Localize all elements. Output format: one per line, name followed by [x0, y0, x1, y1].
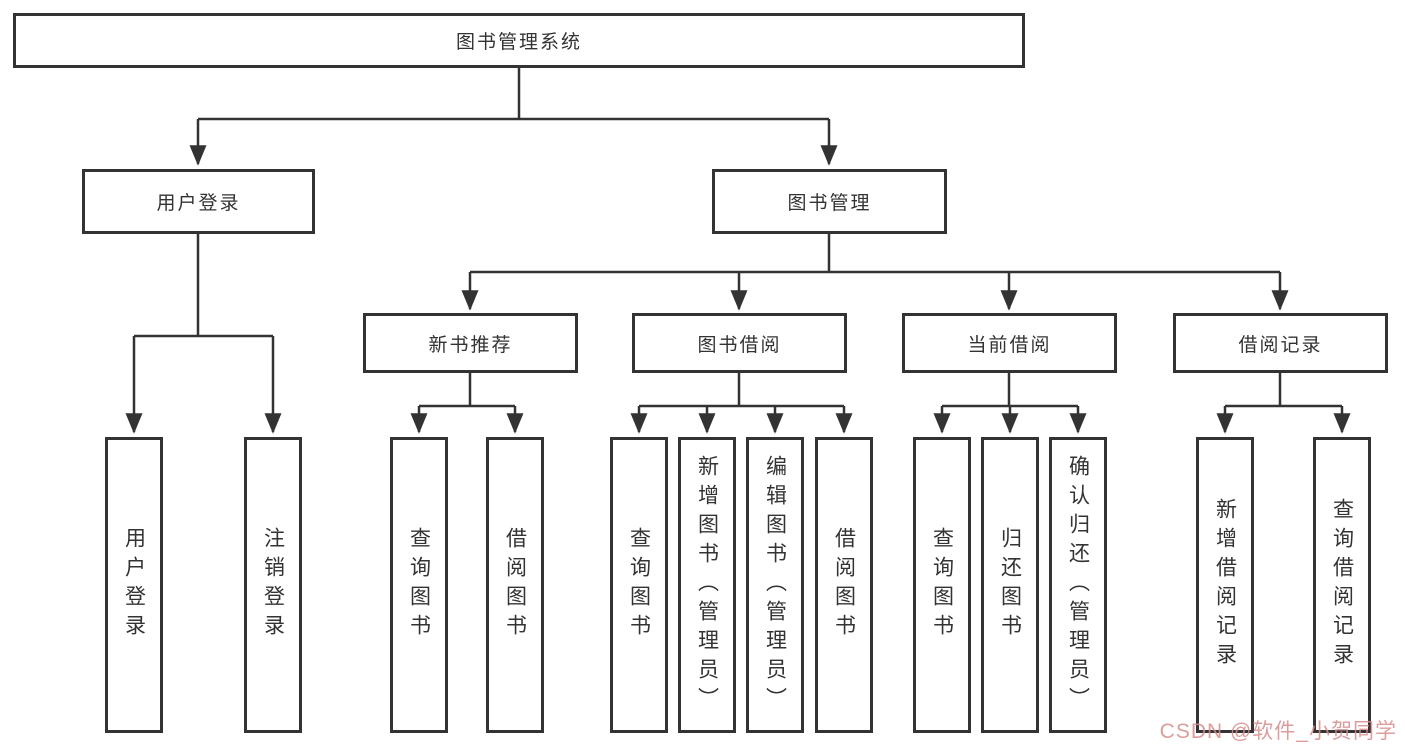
node-book-borrow-label: 图书借阅 [697, 334, 782, 356]
node-new-book-recommend-label: 新书推荐 [428, 334, 513, 356]
leaf-borrow-borrow-book-label: 借阅图书 [832, 527, 856, 643]
leaf-current-confirm-return-admin: 确认归还（管理员） [1049, 437, 1107, 733]
node-new-book-recommend: 新书推荐 [363, 313, 578, 373]
leaf-recommend-borrow-book: 借阅图书 [486, 437, 544, 733]
csdn-watermark: CSDN @软件_小贺同学 [1159, 720, 1397, 743]
leaf-recommend-borrow-book-label: 借阅图书 [503, 527, 527, 643]
leaf-borrow-add-book-admin-label: 新增图书（管理员） [695, 454, 719, 716]
node-book-management: 图书管理 [712, 169, 947, 234]
leaf-borrow-add-book-admin: 新增图书（管理员） [678, 437, 736, 733]
leaf-records-query-record: 查询借阅记录 [1313, 437, 1371, 733]
node-root-label: 图书管理系统 [455, 32, 582, 53]
node-book-borrow: 图书借阅 [632, 313, 847, 373]
node-user-login: 用户登录 [82, 169, 315, 234]
leaf-records-add-record-label: 新增借阅记录 [1213, 498, 1237, 672]
leaf-current-return-book-label: 归还图书 [998, 527, 1022, 643]
leaf-records-add-record: 新增借阅记录 [1196, 437, 1254, 733]
node-current-borrow: 当前借阅 [902, 313, 1117, 373]
leaf-logout-label: 注销登录 [261, 527, 285, 643]
leaf-borrow-query-book-label: 查询图书 [627, 527, 651, 643]
leaf-records-query-record-label: 查询借阅记录 [1330, 498, 1354, 672]
leaf-borrow-edit-book-admin-label: 编辑图书（管理员） [763, 454, 787, 716]
node-borrow-records-label: 借阅记录 [1238, 334, 1323, 356]
leaf-logout: 注销登录 [244, 437, 302, 733]
node-book-management-label: 图书管理 [787, 193, 872, 214]
leaf-current-return-book: 归还图书 [981, 437, 1039, 733]
node-user-login-label: 用户登录 [156, 193, 241, 214]
leaf-borrow-query-book: 查询图书 [610, 437, 668, 733]
leaf-borrow-borrow-book: 借阅图书 [815, 437, 873, 733]
leaf-current-confirm-return-admin-label: 确认归还（管理员） [1066, 454, 1090, 716]
leaf-recommend-query-book-label: 查询图书 [407, 527, 431, 643]
leaf-borrow-edit-book-admin: 编辑图书（管理员） [746, 437, 804, 733]
leaf-current-query-book-label: 查询图书 [930, 527, 954, 643]
leaf-current-query-book: 查询图书 [913, 437, 971, 733]
node-root: 图书管理系统 [13, 13, 1025, 68]
node-current-borrow-label: 当前借阅 [967, 334, 1052, 356]
node-borrow-records: 借阅记录 [1173, 313, 1388, 373]
leaf-user-login-label: 用户登录 [122, 527, 146, 643]
leaf-user-login: 用户登录 [105, 437, 163, 733]
leaf-recommend-query-book: 查询图书 [390, 437, 448, 733]
